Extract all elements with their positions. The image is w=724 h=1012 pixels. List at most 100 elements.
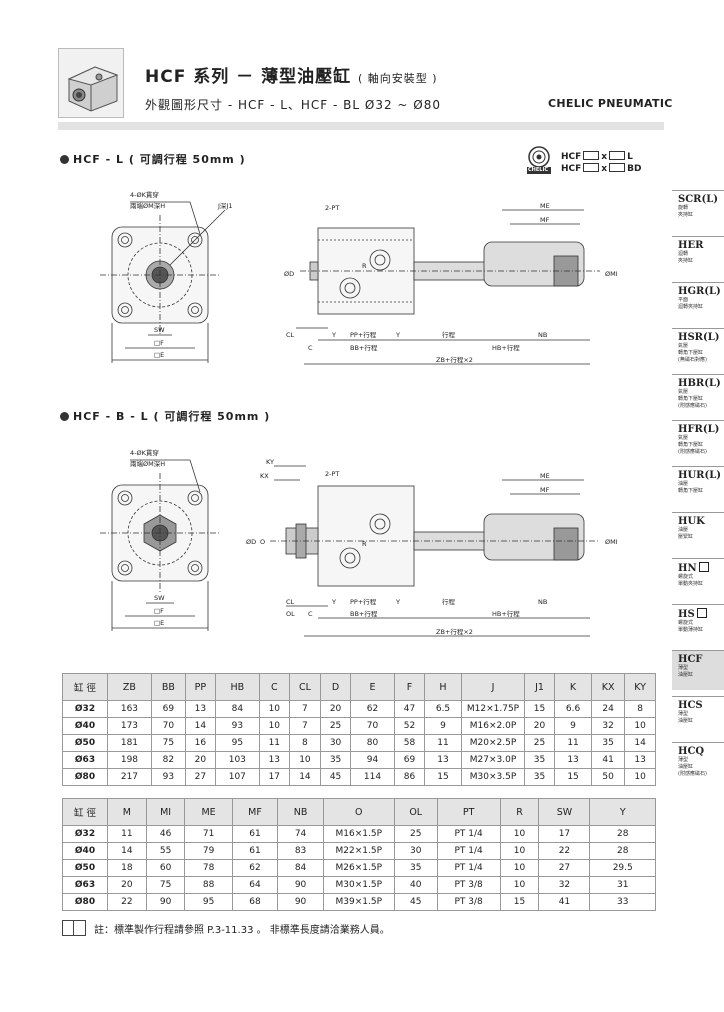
table-cell: 46 xyxy=(145,825,186,843)
sidebar-item-code: HER xyxy=(678,240,704,251)
hole-label: 4-ØK貫穿 xyxy=(130,448,159,457)
table-cell: 7 xyxy=(288,700,322,718)
table-cell: M20×2.5P xyxy=(461,734,525,752)
table-cell: 40 xyxy=(393,876,438,894)
table-cell: M22×1.5P xyxy=(322,842,395,860)
table-cell: 17 xyxy=(258,768,290,786)
header-band xyxy=(58,122,664,130)
col-o: O xyxy=(322,798,395,826)
sidebar-item-hfrl[interactable]: HFR(L)氣壓轉角下壓缸(附感應磁石) xyxy=(672,420,724,460)
sidebar-item-desc: 平面 xyxy=(678,297,689,303)
table-cell: 61 xyxy=(231,825,279,843)
sidebar-item-code: SCR(L) xyxy=(678,194,718,205)
dim-pp: PP+行程 xyxy=(350,330,377,339)
dim-stroke: 行程 xyxy=(442,330,456,339)
sidebar-item-hbrl[interactable]: HBR(L)氣壓轉角下壓缸(附感應磁石) xyxy=(672,374,724,414)
col-j: J xyxy=(461,673,525,701)
col-kx: KX xyxy=(591,673,626,701)
table-cell: 68 xyxy=(231,893,279,911)
col-hb: HB xyxy=(214,673,260,701)
table-cell: 33 xyxy=(589,893,656,911)
table-cell: 60 xyxy=(145,859,186,877)
sidebar-item-desc: (附感應磁石) xyxy=(678,771,707,777)
sidebar-item-desc: 旋轉 xyxy=(678,205,689,211)
dim-omi: ØMI xyxy=(605,270,618,278)
sidebar-item-desc: 氣壓 xyxy=(678,435,689,441)
table-cell: 15 xyxy=(499,893,540,911)
dim-sw: SW xyxy=(154,594,165,602)
dim-zb: ZB+行程×2 xyxy=(436,355,473,364)
product-photo xyxy=(58,48,124,118)
table-cell: 10 xyxy=(499,825,540,843)
dim-bb: BB+行程 xyxy=(350,343,378,352)
footnote: 註：標準製作行程請參照 P.3-11.33 。 非標準長度請洽業務人員。 xyxy=(62,920,390,936)
table-cell: 95 xyxy=(184,893,233,911)
bore-cell: Ø80 xyxy=(62,768,108,786)
dim-pp: PP+行程 xyxy=(350,597,377,606)
table-cell: 32 xyxy=(538,876,591,894)
table-cell: 27 xyxy=(184,768,216,786)
table-cell: 20 xyxy=(523,717,556,735)
sidebar-item-desc: 迴轉夾持缸 xyxy=(678,304,704,310)
sidebar-item-desc: 轉角下壓缸 xyxy=(678,442,704,448)
table-cell: 90 xyxy=(145,893,186,911)
col-bore: 缸 徑 xyxy=(62,673,108,701)
bore-cell: Ø63 xyxy=(62,751,108,769)
table-cell: 80 xyxy=(350,734,395,752)
sidebar-item-desc: 迴轉 xyxy=(678,251,689,257)
sidebar-item-desc: 油壓 xyxy=(678,527,689,533)
bore-cell: Ø32 xyxy=(62,825,108,843)
table-cell: 83 xyxy=(277,842,324,860)
table-cell: M26×1.5P xyxy=(322,859,395,877)
table-cell: 28 xyxy=(589,842,656,860)
checkbox-icon xyxy=(698,562,709,572)
dim-od: ØD xyxy=(246,538,256,546)
table-cell: 69 xyxy=(150,700,186,718)
table-cell: 93 xyxy=(150,768,186,786)
table-cell: 13 xyxy=(554,751,593,769)
sidebar-item-hgrl[interactable]: HGR(L)平面迴轉夾持缸 xyxy=(672,282,724,322)
dim-2pt: 2-PT xyxy=(325,470,339,478)
table-cell: 107 xyxy=(214,768,260,786)
table-cell: 74 xyxy=(277,825,324,843)
table-cell: 25 xyxy=(523,734,556,752)
sidebar-item-hsrl[interactable]: HSR(L)氣壓轉角下壓缸(無磁石對應) xyxy=(672,328,724,368)
dim-od: ØD xyxy=(284,270,294,278)
col-d: D xyxy=(320,673,352,701)
bullet-icon xyxy=(60,412,69,421)
sidebar-item-hurl[interactable]: HUR(L)油壓轉角下壓缸 xyxy=(672,466,724,506)
dim-omi: ØMI xyxy=(605,538,618,546)
table-cell: 181 xyxy=(107,734,152,752)
dim-nb: NB xyxy=(538,331,547,339)
sidebar-item-desc: 薄型 xyxy=(678,665,689,671)
table-cell: 17 xyxy=(538,825,591,843)
sidebar-item-desc: 轉角下壓缸 xyxy=(678,350,704,356)
table-cell: 28 xyxy=(589,825,656,843)
sidebar-item-scrl[interactable]: SCR(L)旋轉夾持缸 xyxy=(672,190,724,230)
table-cell: 41 xyxy=(538,893,591,911)
sidebar-item-desc: 夾持缸 xyxy=(678,258,694,264)
dim-o: O xyxy=(260,538,265,546)
table-cell: 16 xyxy=(184,734,216,752)
section-hcf-l-heading: HCF - L ( 可調行程 50mm ) xyxy=(60,151,246,167)
counterbore-label: 兩端ØM深H xyxy=(130,459,165,468)
table-cell: PT 3/8 xyxy=(436,876,501,894)
col-nb: NB xyxy=(277,798,324,826)
table-cell: 163 xyxy=(107,700,152,718)
table-cell: 198 xyxy=(107,751,152,769)
dim-2pt: 2-PT xyxy=(325,204,339,212)
table-cell: 70 xyxy=(150,717,186,735)
